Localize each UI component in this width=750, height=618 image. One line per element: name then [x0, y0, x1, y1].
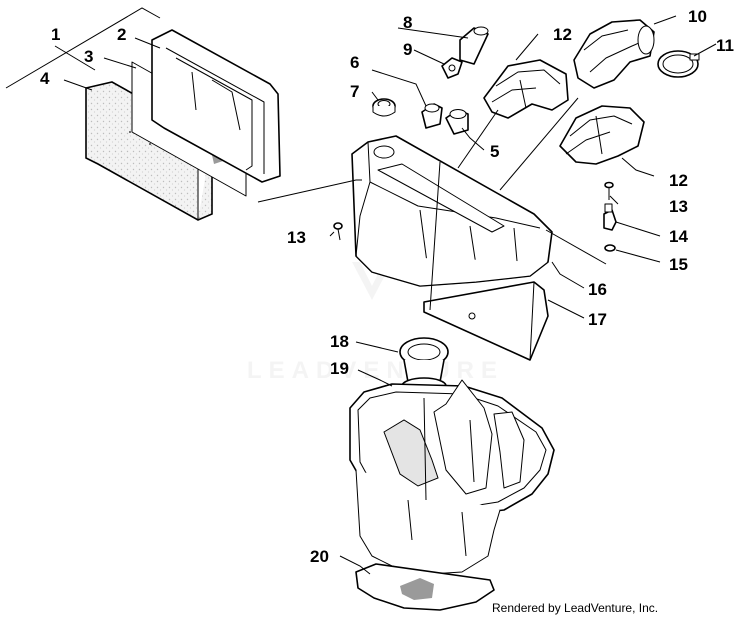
- watermark-text: LEADVENTURE: [247, 357, 504, 384]
- footer-credit: Rendered by LeadVenture, Inc.: [492, 601, 658, 615]
- callout-17: 17: [588, 310, 607, 329]
- part-intake-elbow: [573, 19, 655, 89]
- callout-20: 20: [310, 547, 329, 566]
- part-screw-left: [333, 222, 343, 241]
- callout-12-lower: 12: [669, 171, 688, 190]
- part-grommet: [372, 98, 396, 117]
- callout-3: 3: [84, 47, 93, 66]
- callout-15: 15: [669, 255, 688, 274]
- part-filter-frame: [151, 29, 281, 183]
- part-intake-boot-upper: [483, 59, 569, 119]
- leader-lines: [63, 15, 717, 575]
- part-airbox-cover: [351, 135, 553, 287]
- callout-13-left: 13: [287, 228, 306, 247]
- callout-10: 10: [688, 7, 707, 26]
- callout-12-upper: 12: [553, 25, 572, 44]
- part-gasket-plate: [423, 281, 549, 361]
- callout-11: 11: [716, 36, 734, 55]
- part-breather-tube: [459, 26, 489, 65]
- callout-16: 16: [588, 280, 607, 299]
- part-hose-clamp-large: [657, 50, 700, 78]
- callout-6: 6: [350, 53, 359, 72]
- part-sensor: [603, 203, 617, 231]
- part-screw-right: [604, 181, 614, 200]
- part-airbox-base: [349, 379, 555, 575]
- callout-5: 5: [490, 142, 499, 161]
- callout-labels: 1 2 3 4 5 6 7 8 9 10 11 12 12 13 13 14 1…: [40, 7, 734, 566]
- callout-18: 18: [330, 332, 349, 351]
- callout-9: 9: [403, 40, 412, 59]
- callout-2: 2: [117, 25, 126, 44]
- part-intake-boot-lower: [559, 105, 645, 165]
- callout-14: 14: [669, 227, 688, 246]
- callout-1: 1: [51, 25, 60, 44]
- callout-7: 7: [350, 82, 359, 101]
- part-o-ring: [604, 244, 616, 252]
- callout-4: 4: [40, 69, 50, 88]
- callout-8: 8: [403, 13, 412, 32]
- callout-13-right: 13: [669, 197, 688, 216]
- filter-assembly-bracket: [5, 7, 161, 89]
- callout-19: 19: [330, 359, 349, 378]
- part-fitting-small: [445, 109, 469, 135]
- part-fitting: [421, 103, 443, 129]
- part-base-seal: [355, 563, 495, 611]
- part-hose-clamp-small: [441, 57, 463, 79]
